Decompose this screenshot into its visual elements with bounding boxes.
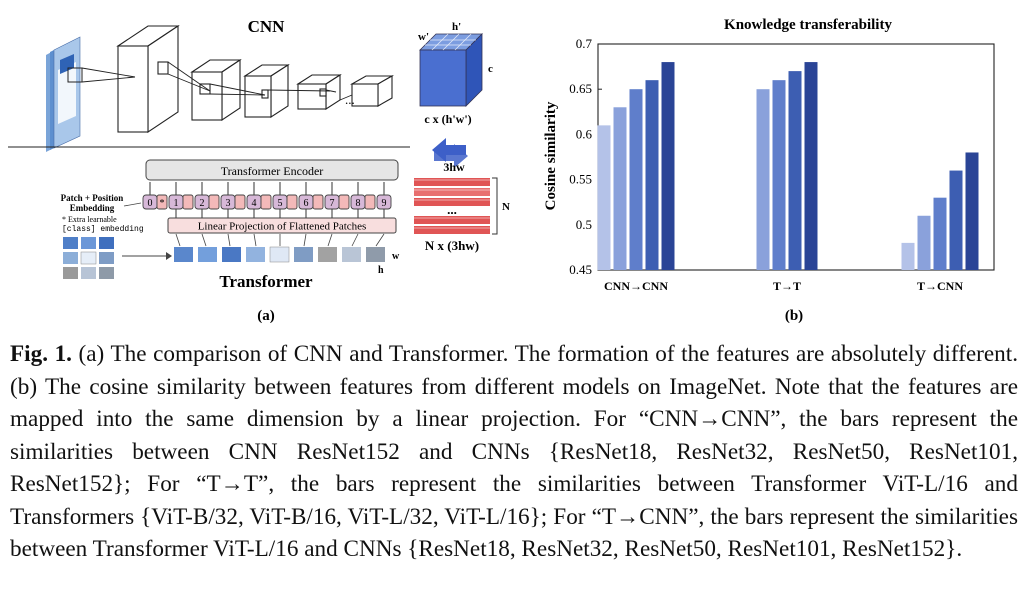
- cnn-feature-volumes: [116, 24, 395, 134]
- feature-h-label: h': [452, 21, 461, 33]
- embedding-tokens: 0 * 1 2 3 4 5 6 7 8 9: [142, 182, 392, 210]
- bar: [949, 170, 963, 270]
- x-category-label: CNN→CNN: [604, 279, 668, 293]
- y-tick-label: 0.5: [576, 217, 592, 232]
- bar: [629, 89, 643, 270]
- y-tick-label: 0.6: [576, 126, 593, 141]
- exchange-arrows: [432, 138, 468, 168]
- token-3: 3: [226, 198, 231, 209]
- similarity-bar-chart: Knowledge transferability Cosine similar…: [543, 17, 995, 324]
- feature-w-label: w': [418, 31, 429, 43]
- bar: [965, 152, 979, 270]
- caption-label: Fig. 1.: [10, 341, 72, 367]
- patch-grid: [63, 237, 114, 279]
- token-4: 4: [252, 198, 257, 209]
- patch-embedding-label-1: Patch + Position: [61, 193, 124, 203]
- patch-w-label: w: [392, 251, 400, 262]
- y-tick-label: 0.7: [576, 36, 593, 51]
- bar: [613, 107, 627, 270]
- patch-embedding-label-2: Embedding: [70, 203, 115, 213]
- feature-c-label: c: [488, 63, 493, 75]
- token-count-label: N: [502, 201, 510, 213]
- extra-learnable-label-2: [class] embedding: [62, 225, 144, 234]
- y-tick-label: 0.65: [569, 81, 592, 96]
- figure-b: Knowledge transferability Cosine similar…: [520, 0, 1024, 330]
- caption-text: (a) The comparison of CNN and Transforme…: [10, 341, 1018, 562]
- bar: [804, 62, 818, 270]
- figure-a: CNN: [0, 0, 520, 330]
- figure-a-diagram: CNN: [8, 17, 510, 324]
- token-shape-label: N x (3hw): [425, 238, 479, 253]
- x-category-label: T→T: [773, 279, 801, 293]
- transformer-title: Transformer: [219, 272, 313, 291]
- transformer-encoder-label: Transformer Encoder: [221, 164, 324, 178]
- flattened-patches: [174, 233, 385, 263]
- cnn-title: CNN: [248, 17, 286, 36]
- token-8: 8: [356, 198, 361, 209]
- cnn-ellipsis: ...: [345, 92, 355, 107]
- token-stack: [414, 178, 490, 234]
- bar: [901, 242, 915, 270]
- token-2: 2: [200, 198, 205, 209]
- bar: [788, 71, 802, 271]
- linear-projection-box: [167, 217, 397, 234]
- bar: [661, 62, 675, 270]
- token-0: 0: [148, 198, 153, 209]
- feature-cube: [419, 33, 483, 107]
- bar: [917, 215, 931, 270]
- y-tick-label: 0.45: [569, 262, 592, 277]
- token-stack-bracket: [492, 177, 498, 235]
- bar: [756, 89, 770, 270]
- token-9: 9: [382, 198, 387, 209]
- figure-caption: Fig. 1. (a) The comparison of CNN and Tr…: [10, 338, 1018, 566]
- feature-shape-label: c x (h'w'): [424, 112, 471, 126]
- input-image-stack: [46, 36, 83, 152]
- projection-arrows: [175, 209, 385, 218]
- bar: [933, 197, 947, 270]
- bar: [772, 80, 786, 270]
- transformer-encoder-box: [145, 159, 399, 181]
- bar: [597, 125, 611, 270]
- chart-ylabel: Cosine similarity: [543, 101, 559, 210]
- class-token-mark: *: [160, 198, 165, 209]
- token-5: 5: [278, 198, 283, 209]
- cnn-receptive-lines: [81, 61, 337, 96]
- x-category-label: T→CNN: [917, 279, 963, 293]
- embedding-pointer: [123, 202, 142, 207]
- figure-a-label: (a): [257, 308, 275, 324]
- figure-b-label: (b): [785, 308, 803, 324]
- patch-h-label: h: [378, 265, 384, 276]
- token-7: 7: [330, 198, 335, 209]
- token-6: 6: [304, 198, 309, 209]
- token-dim-label: 3hw: [443, 160, 465, 174]
- token-1: 1: [174, 198, 179, 209]
- chart-x-labels: CNN→CNN T→T T→CNN: [604, 279, 963, 293]
- bar: [645, 80, 659, 270]
- chart-bars: [597, 62, 979, 271]
- linear-projection-label: Linear Projection of Flattened Patches: [198, 221, 367, 233]
- y-tick-label: 0.55: [569, 172, 592, 187]
- extra-learnable-label-1: * Extra learnable: [62, 215, 117, 224]
- chart-axes: 0.45 0.5 0.55 0.6 0.65 0.7: [569, 36, 995, 277]
- token-stack-ellipsis: ...: [447, 202, 457, 217]
- chart-title: Knowledge transferability: [724, 17, 892, 33]
